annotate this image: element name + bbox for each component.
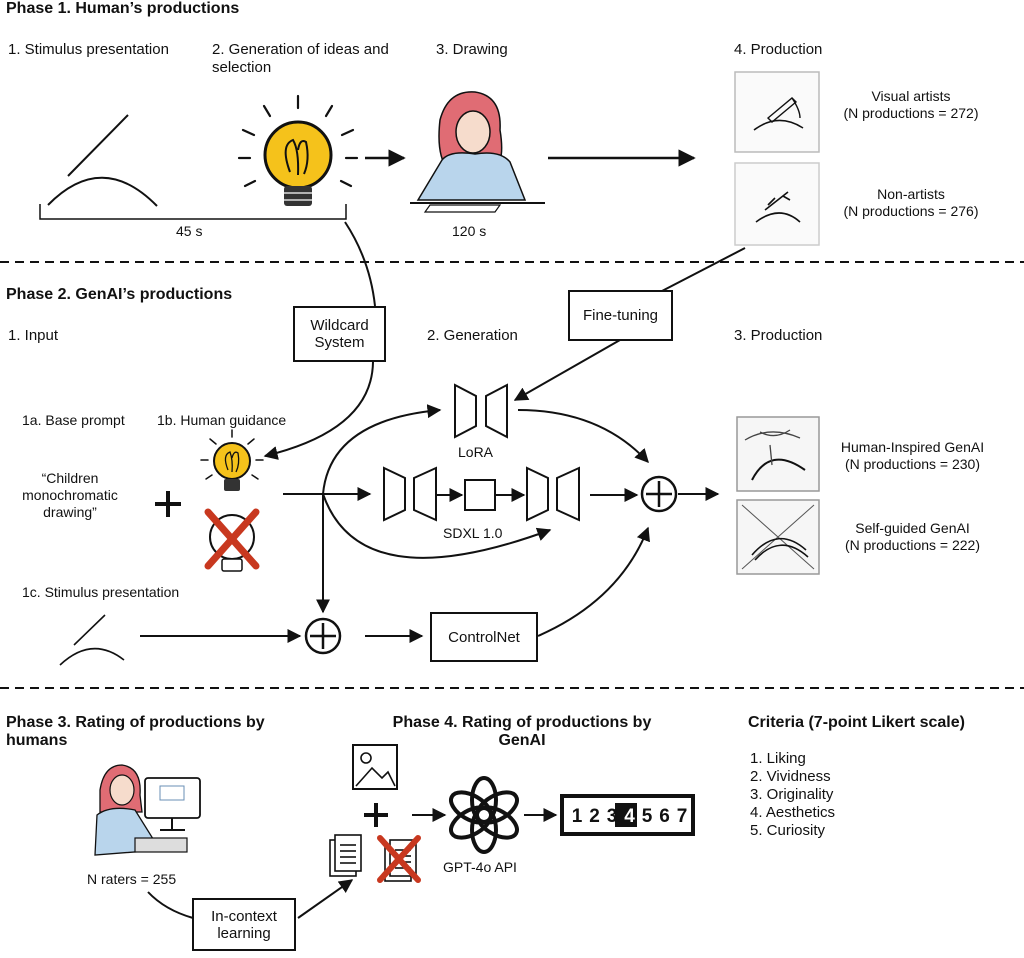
self-guided-genai-name: Self-guided GenAI <box>855 520 970 536</box>
time-bracket-45s <box>39 204 347 220</box>
human-guidance-label: 1b. Human guidance <box>157 412 287 428</box>
visual-artists-name: Visual artists <box>871 88 951 104</box>
criteria-list: 1. Liking 2. Vividness 3. Originality 4.… <box>750 750 835 840</box>
plus-icon <box>155 491 181 517</box>
visual-artists-label: Visual artists (N productions = 272) <box>826 88 996 122</box>
phase2-production-label: 3. Production <box>734 327 823 344</box>
connector-production-to-finetuning <box>661 247 746 292</box>
phase1-step-drawing: 3. Drawing <box>436 41 508 58</box>
arrow-lora-to-combiner <box>517 409 649 464</box>
rater-at-computer-illustration <box>94 764 201 856</box>
arrow-input-to-sdxl-decoder <box>322 493 552 559</box>
phase2-title: Phase 2. GenAI’s productions <box>6 286 233 303</box>
arrow-incontext-to-docs <box>297 879 354 919</box>
phase3-title: Phase 3. Rating of productions by humans <box>6 714 265 749</box>
openai-logo-icon <box>449 776 519 854</box>
visual-artists-count: (N productions = 272) <box>843 105 979 121</box>
sdxl-model-shape <box>383 466 580 522</box>
connector-idea-to-wildcard <box>344 221 376 307</box>
base-prompt-text: “Children monochromatic drawing” <box>22 470 118 520</box>
artist-production-thumbnail <box>734 71 820 153</box>
criterion-aesthetics: 4. Aesthetics <box>750 804 836 821</box>
criterion-originality: 3. Originality <box>750 786 834 803</box>
criterion-curiosity: 5. Curiosity <box>750 822 826 839</box>
connector-raters-to-incontext <box>147 891 194 919</box>
human-inspired-genai-label: Human-Inspired GenAI (N productions = 23… <box>825 439 1000 473</box>
drawing-duration: 120 s <box>452 223 487 239</box>
controlnet-box: ControlNet <box>430 612 538 662</box>
self-guided-genai-label: Self-guided GenAI (N productions = 222) <box>825 520 1000 554</box>
likert-digit-3: 3 <box>607 806 618 827</box>
human-inspired-genai-name: Human-Inspired GenAI <box>840 439 985 455</box>
criterion-vividness: 2. Vividness <box>750 768 831 785</box>
likert-digit-6: 6 <box>659 806 670 827</box>
likert-digit-2: 2 <box>589 806 600 827</box>
gpt-api-label: GPT-4o API <box>443 859 517 875</box>
stimulus-figure <box>47 114 158 207</box>
nonartist-production-thumbnail <box>734 162 820 246</box>
likert-digit-5: 5 <box>642 806 653 827</box>
arrow-controlnet-to-combiner <box>537 526 650 637</box>
lora-label: LoRA <box>458 444 494 460</box>
stimulus-small-figure <box>59 614 125 666</box>
stimulus-presentation-label: 1c. Stimulus presentation <box>22 584 180 600</box>
phase2-generation-label: 2. Generation <box>427 327 518 344</box>
phase1-title: Phase 1. Human’s productions <box>6 0 240 17</box>
phase1-step-stimulus: 1. Stimulus presentation <box>8 41 169 58</box>
plus-icon-phase4 <box>364 803 388 827</box>
lora-model-shape <box>454 383 508 439</box>
phase1-step-production: 4. Production <box>734 41 823 58</box>
criterion-liking: 1. Liking <box>750 750 806 767</box>
likert-digit-7: 7 <box>677 806 688 827</box>
criteria-title: Criteria (7-point Likert scale) <box>748 714 965 731</box>
drawing-person-illustration <box>410 91 545 213</box>
arrow-input-to-lora <box>322 404 442 495</box>
human-inspired-genai-count: (N productions = 230) <box>844 456 981 472</box>
phase2-input-label: 1. Input <box>8 327 59 344</box>
arrow-wildcard-to-guidance <box>263 361 374 460</box>
in-context-learning-box: In-context learning <box>192 898 296 951</box>
self-guided-production-thumbnail <box>736 499 820 575</box>
merge-operator-icon <box>304 617 342 655</box>
combine-operator-icon <box>640 475 678 513</box>
stimulus-duration: 45 s <box>176 223 203 239</box>
crossed-document-icon <box>377 835 421 883</box>
non-artists-label: Non-artists (N productions = 276) <box>826 186 996 220</box>
arrow-finetuning-to-lora <box>513 339 621 401</box>
likert-selected-highlight <box>615 803 637 827</box>
fine-tuning-box: Fine-tuning <box>568 290 673 341</box>
likert-digit-1: 1 <box>572 806 583 827</box>
phase4-title: Phase 4. Rating of productions by GenAI <box>392 714 652 749</box>
likert-digit-4: 4 <box>624 806 635 827</box>
image-icon <box>352 744 398 790</box>
document-icon <box>329 834 362 877</box>
base-prompt-label: 1a. Base prompt <box>22 412 125 428</box>
non-artists-count: (N productions = 276) <box>843 203 979 219</box>
non-artists-name: Non-artists <box>877 186 945 202</box>
lightbulb-icon <box>237 94 359 206</box>
raters-count: N raters = 255 <box>87 871 177 887</box>
self-guided-genai-count: (N productions = 222) <box>844 537 981 553</box>
human-inspired-production-thumbnail <box>736 416 820 492</box>
no-guidance-crossed-bulb-icon <box>204 508 260 572</box>
wildcard-system-box: Wildcard System <box>293 306 386 362</box>
phase1-step-ideas: 2. Generation of ideas and selection <box>212 41 389 76</box>
human-guidance-bulb-icon <box>200 429 264 491</box>
sdxl-label: SDXL 1.0 <box>443 525 503 541</box>
